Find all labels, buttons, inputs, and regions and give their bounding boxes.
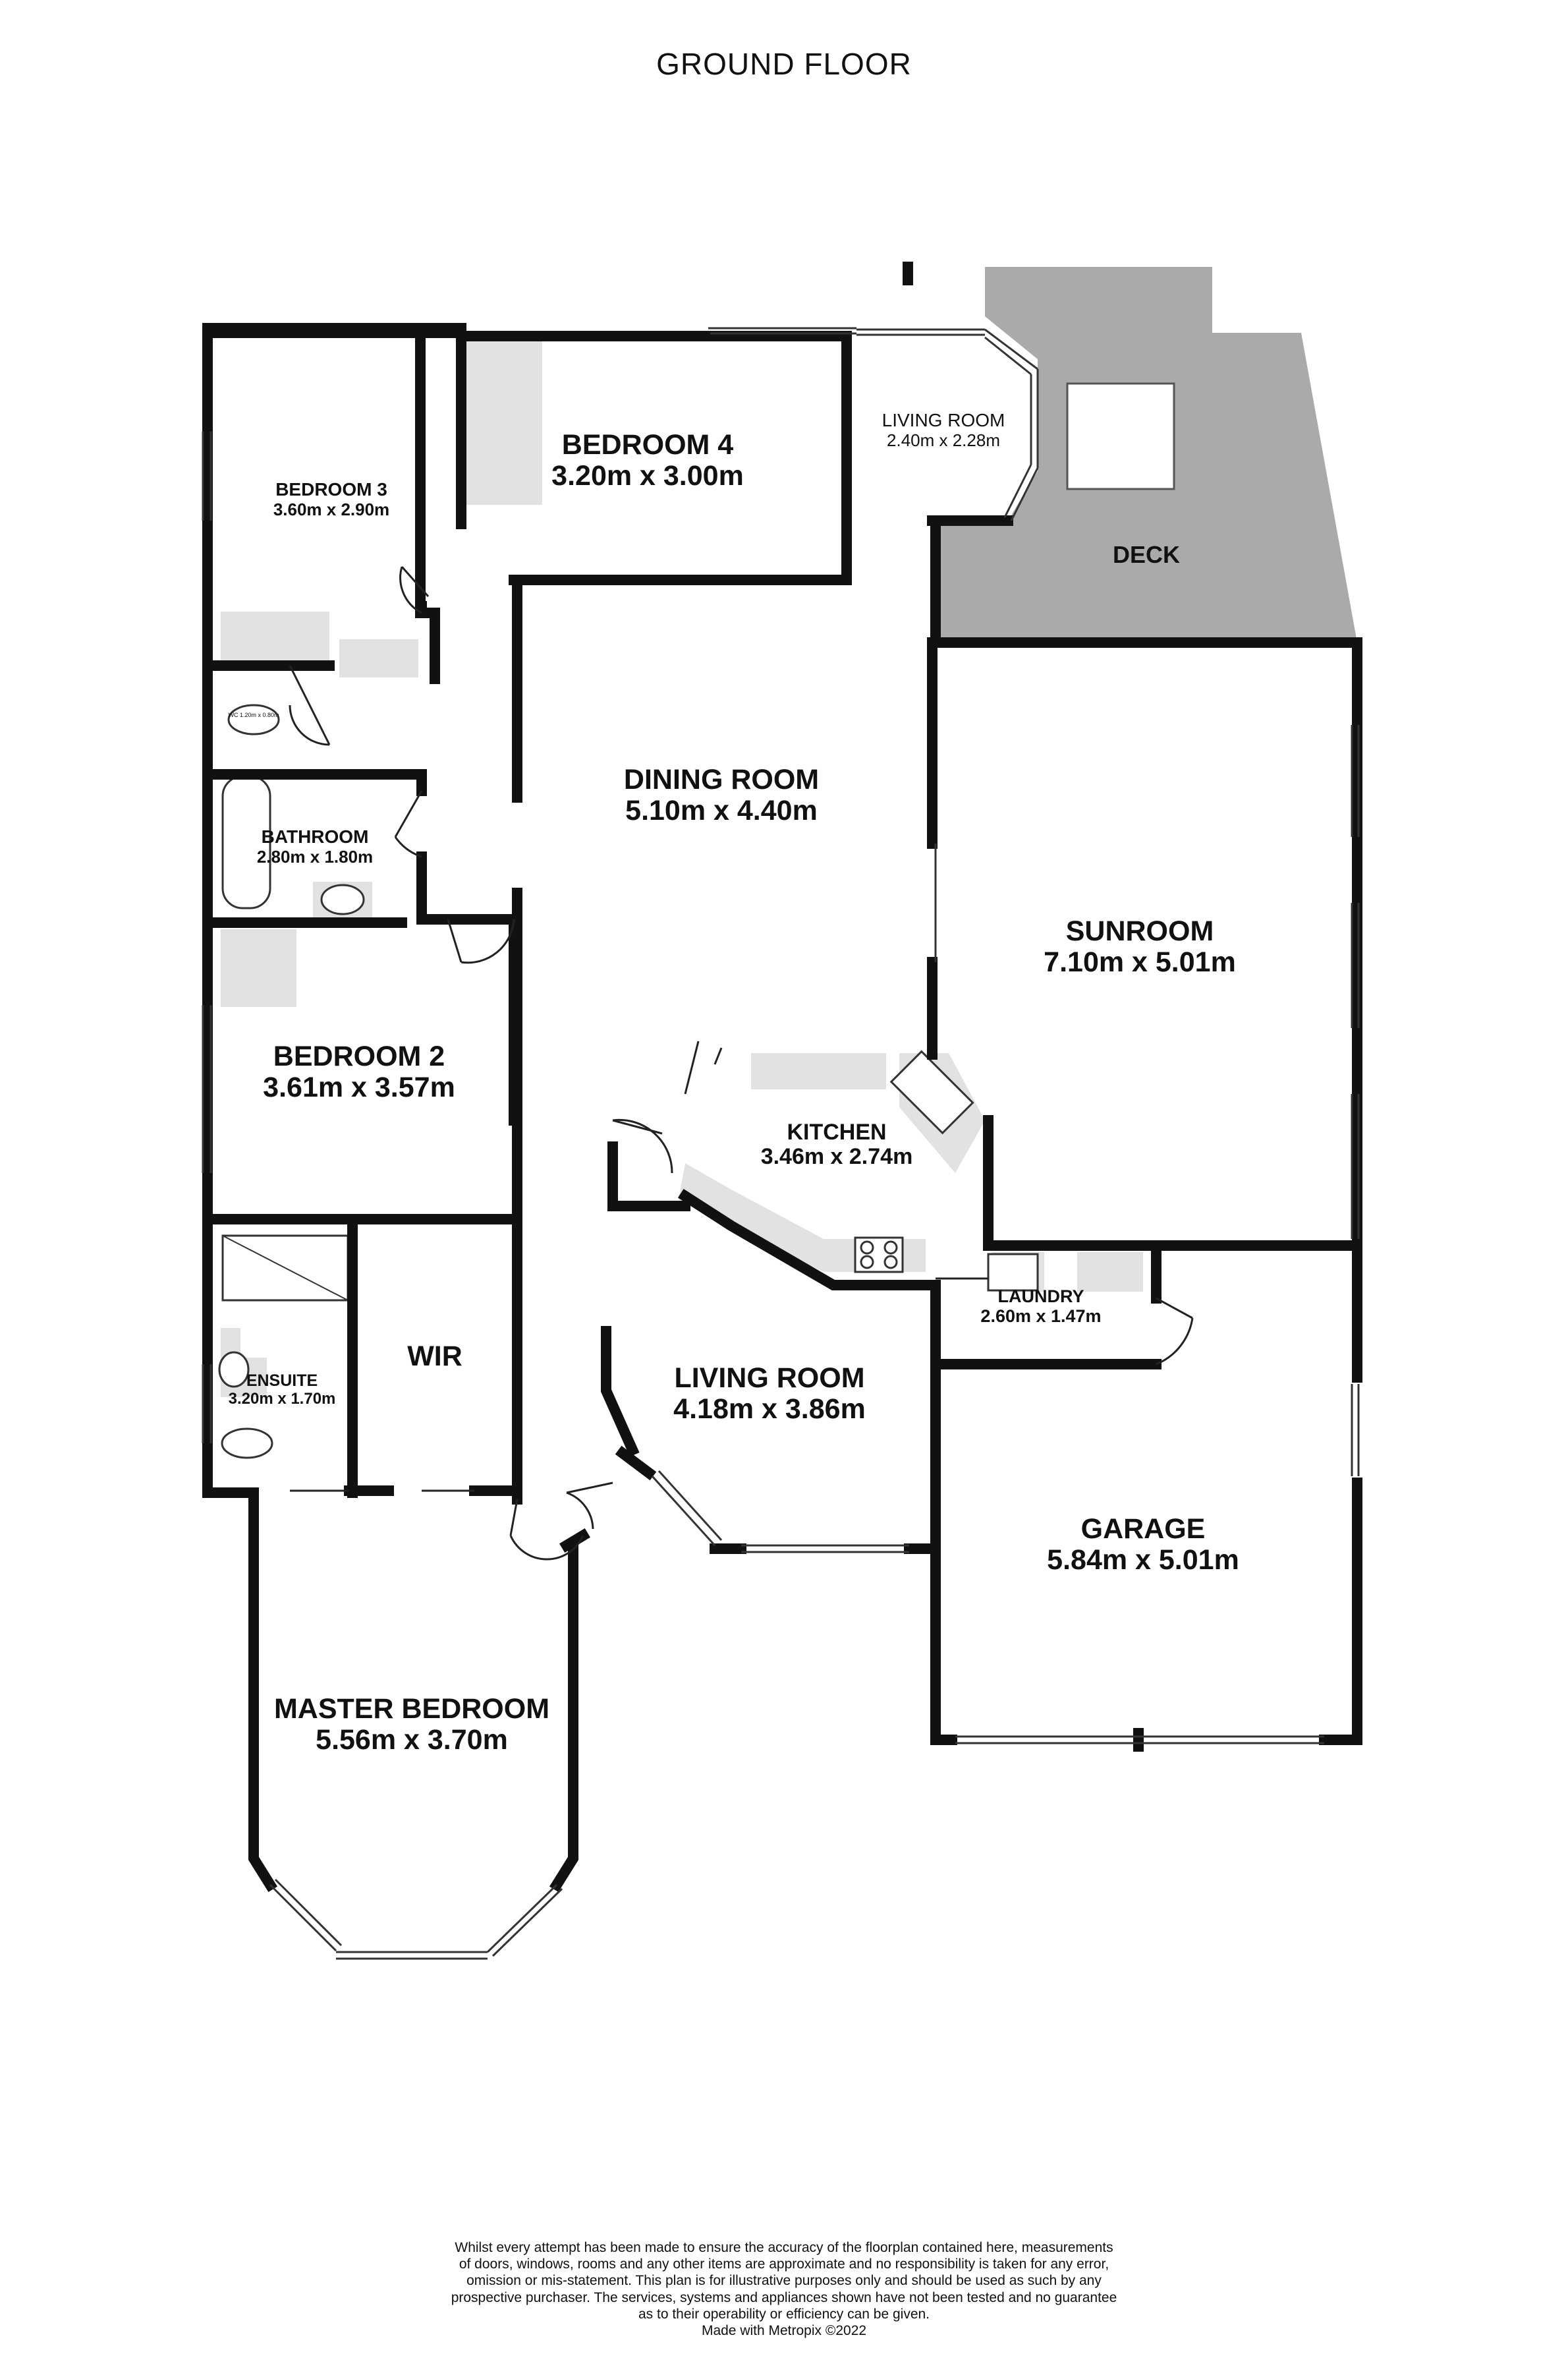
bathroom-basin — [320, 884, 365, 915]
room-living-room-small: LIVING ROOM 2.40m x 2.28m — [882, 410, 1005, 450]
room-dimensions: 5.84m x 5.01m — [1047, 1544, 1239, 1576]
disclaimer-line: as to their operability or efficiency ca… — [638, 2306, 930, 2322]
room-deck: DECK — [1113, 542, 1180, 568]
room-name: BEDROOM 2 — [273, 1041, 445, 1072]
room-bathroom: BATHROOM 2.80m x 1.80m — [256, 826, 374, 867]
floor-title: GROUND FLOOR — [656, 47, 912, 81]
ensuite-toilet — [221, 1427, 273, 1459]
room-dining-room: DINING ROOM 5.10m x 4.40m — [624, 764, 819, 827]
room-name: MASTER BEDROOM — [273, 1693, 550, 1725]
room-dimensions: 5.56m x 3.70m — [316, 1724, 508, 1756]
room-dimensions: 3.20m x 3.00m — [551, 460, 744, 492]
room-name: GARAGE — [1080, 1513, 1206, 1545]
disclaimer-line: Whilst every attempt has been made to en… — [455, 2240, 1113, 2255]
room-dimensions: 3.60m x 2.90m — [273, 499, 390, 519]
room-dimensions: 2.60m x 1.47m — [980, 1306, 1102, 1326]
ensuite-basin — [218, 1351, 250, 1388]
disclaimer-credit: Made with Metropix ©2022 — [701, 2322, 867, 2338]
room-bedroom-2: BEDROOM 2 3.61m x 3.57m — [263, 1041, 455, 1104]
room-laundry: LAUNDRY 2.60m x 1.47m — [980, 1286, 1102, 1326]
room-name: KITCHEN — [787, 1120, 887, 1145]
room-name: WIR — [407, 1340, 462, 1372]
room-dimensions: 3.46m x 2.74m — [760, 1144, 913, 1170]
walls — [202, 262, 1362, 1893]
disclaimer: Whilst every attempt has been made to en… — [0, 2239, 1568, 2339]
wc-toilet — [227, 704, 280, 735]
room-name: LIVING ROOM — [674, 1362, 865, 1394]
room-name: BEDROOM 3 — [275, 479, 387, 500]
room-name: SUNROOM — [1065, 915, 1214, 947]
room-wc: WC 1.20m x 0.80m — [228, 712, 279, 718]
room-sunroom: SUNROOM 7.10m x 5.01m — [1044, 915, 1236, 979]
room-name: BATHROOM — [261, 826, 369, 847]
room-name: LAUNDRY — [997, 1286, 1084, 1306]
kitchen-sink — [889, 1050, 974, 1135]
room-name: DECK — [1112, 541, 1181, 568]
room-bedroom-4: BEDROOM 4 3.20m x 3.00m — [551, 429, 744, 492]
room-kitchen: KITCHEN 3.46m x 2.74m — [761, 1120, 913, 1170]
disclaimer-line: omission or mis-statement. This plan is … — [466, 2273, 1102, 2289]
room-dimensions: 3.61m x 3.57m — [263, 1072, 455, 1104]
room-dimensions: 5.10m x 4.40m — [625, 795, 818, 827]
room-master-bedroom: MASTER BEDROOM 5.56m x 3.70m — [273, 1693, 550, 1756]
room-name: DINING ROOM — [623, 764, 820, 795]
room-living-room: LIVING ROOM 4.18m x 3.86m — [673, 1362, 866, 1425]
room-dimensions: 2.40m x 2.28m — [887, 430, 1000, 450]
room-name: BEDROOM 4 — [561, 429, 734, 461]
deck-hatch — [1066, 382, 1175, 490]
room-dimensions: 7.10m x 5.01m — [1044, 946, 1236, 979]
doors — [289, 566, 1194, 1561]
room-dimensions: 1.20m x 0.80m — [239, 712, 279, 718]
room-name: LIVING ROOM — [882, 410, 1005, 430]
room-bedroom-3: BEDROOM 3 3.60m x 2.90m — [273, 479, 390, 519]
room-dimensions: 4.18m x 3.86m — [673, 1393, 866, 1425]
laundry-tub — [987, 1253, 1039, 1292]
room-dimensions: 3.20m x 1.70m — [228, 1389, 336, 1408]
room-name: ENSUITE — [246, 1371, 318, 1390]
windows — [202, 327, 1360, 1960]
room-wir: WIR — [407, 1340, 462, 1372]
room-ensuite: ENSUITE 3.20m x 1.70m — [228, 1371, 336, 1408]
disclaimer-line: prospective purchaser. The services, sys… — [451, 2289, 1117, 2305]
room-garage: GARAGE 5.84m x 5.01m — [1047, 1513, 1239, 1576]
room-name: WC — [228, 712, 238, 718]
cooktop — [854, 1236, 904, 1273]
room-dimensions: 2.80m x 1.80m — [256, 846, 374, 867]
disclaimer-line: of doors, windows, rooms and any other i… — [459, 2257, 1109, 2272]
